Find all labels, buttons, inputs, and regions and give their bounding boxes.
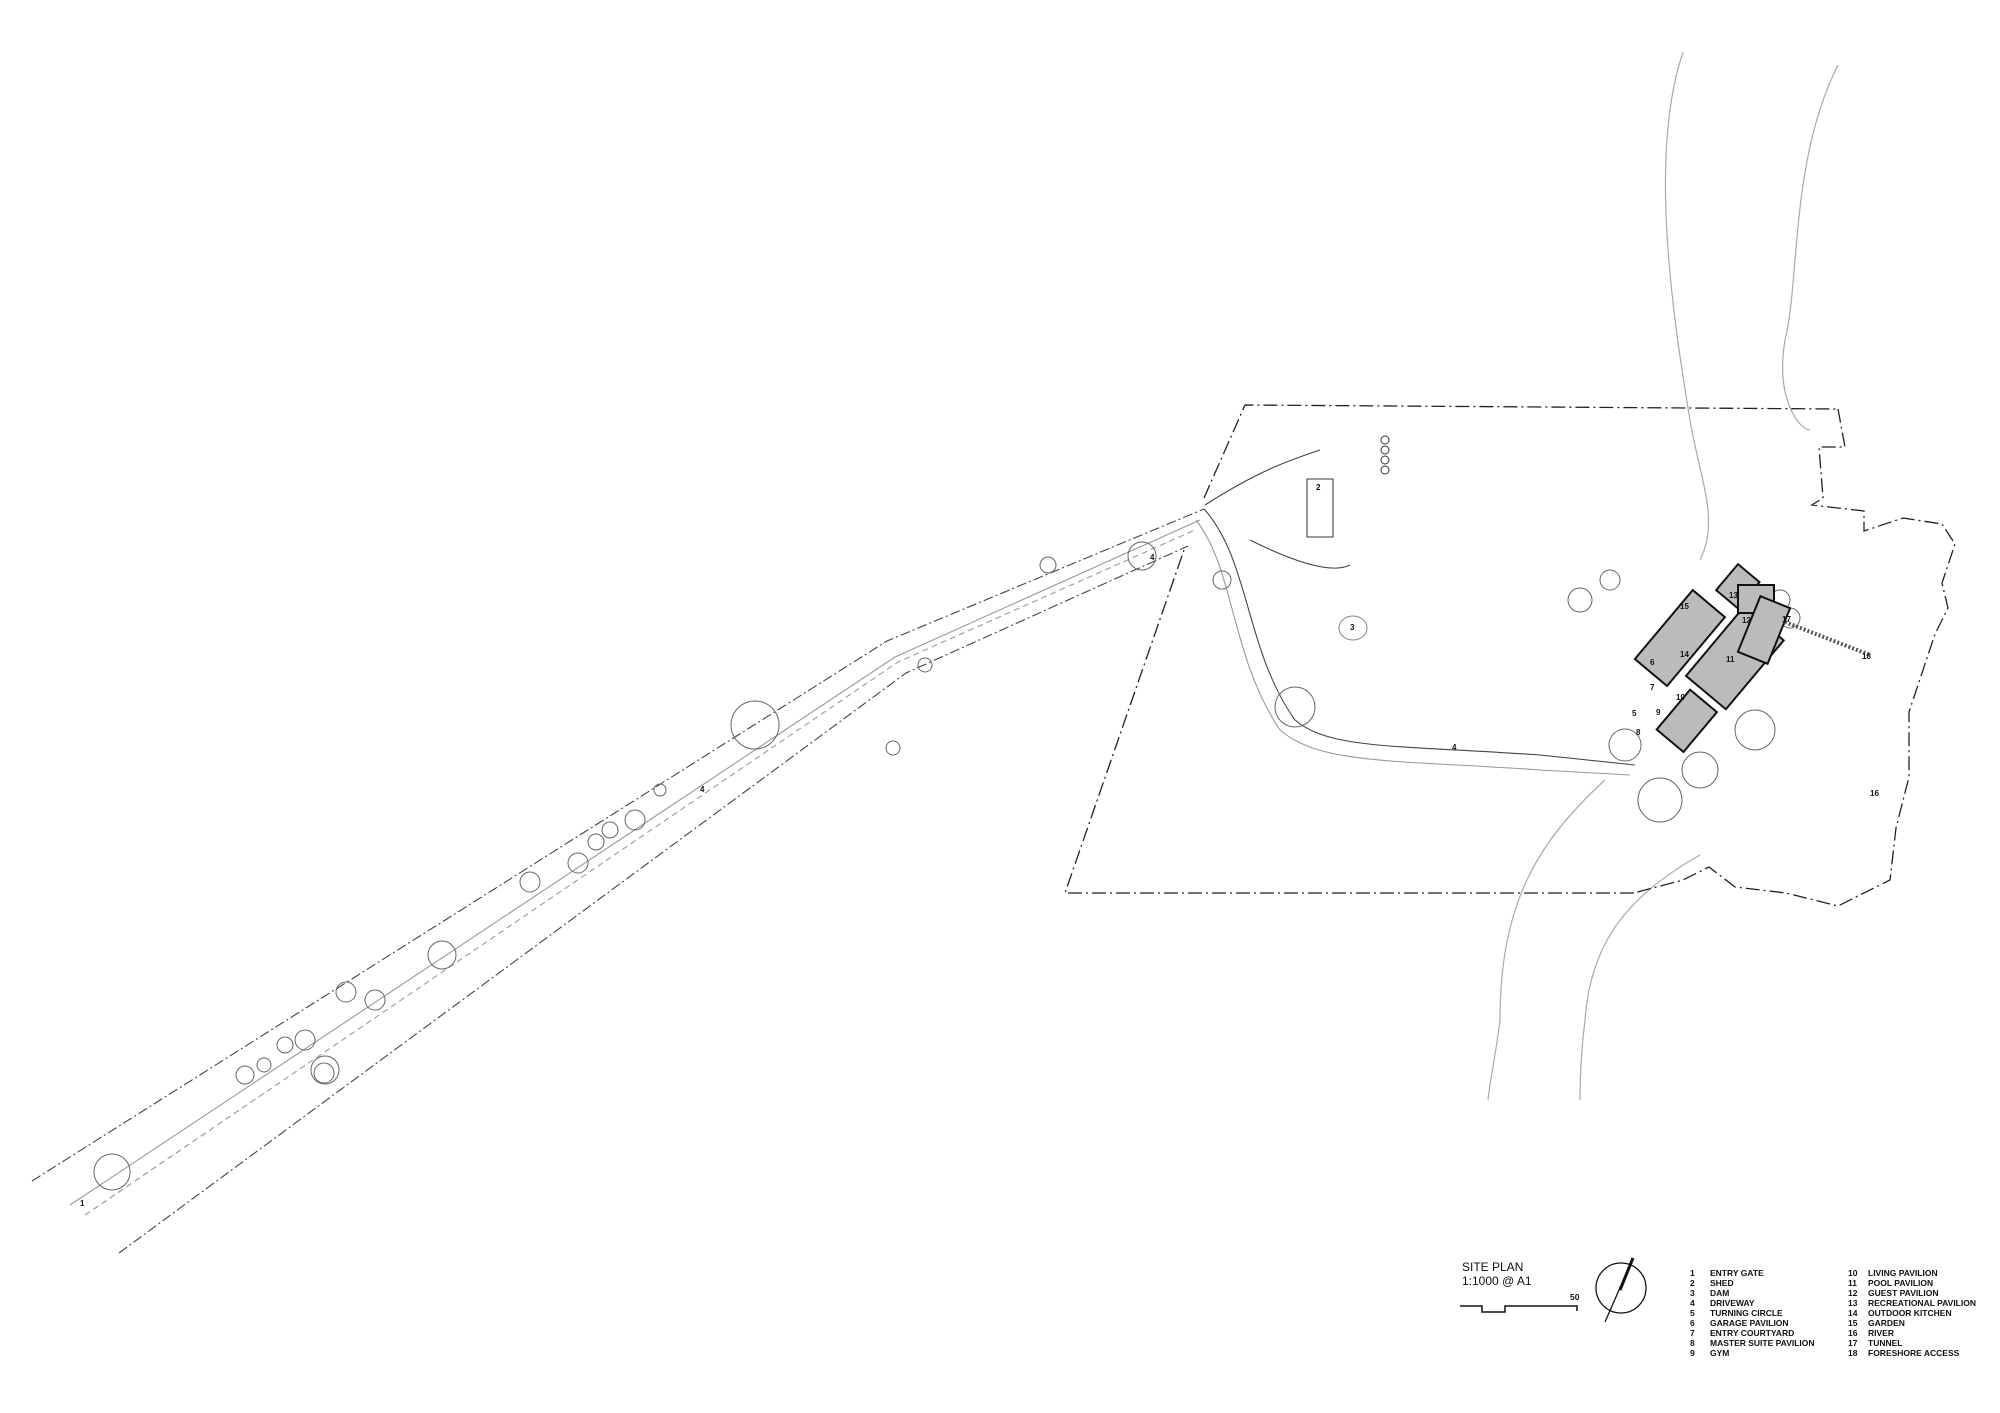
- legend-item: ENTRY COURTYARD: [1710, 1328, 1794, 1338]
- drawing-title: SITE PLAN: [1462, 1260, 1523, 1274]
- legend-item: TURNING CIRCLE: [1710, 1308, 1783, 1318]
- plan-labels: 1 2 3 4 4 4 5 6 7 8 9 10 11 12 13 14 15 …: [80, 483, 1879, 1208]
- label-12: 12: [1742, 616, 1751, 625]
- label-15: 15: [1680, 602, 1689, 611]
- legend-item: POOL PAVILION: [1868, 1278, 1933, 1288]
- label-17: 17: [1782, 615, 1791, 624]
- property-boundary: [1064, 404, 1839, 894]
- legend-item: DRIVEWAY: [1710, 1298, 1755, 1308]
- tanks: [1380, 435, 1390, 475]
- legend-number: 8: [1690, 1338, 1695, 1348]
- buildings: [1633, 562, 1792, 754]
- legend-item: MASTER SUITE PAVILION: [1710, 1338, 1815, 1348]
- scale-bar-label: 50: [1570, 1292, 1580, 1302]
- river-banks: [1487, 51, 1839, 1101]
- master-suite-pavilion: [1655, 688, 1719, 754]
- legend-item: ENTRY GATE: [1710, 1268, 1764, 1278]
- legend-number: 1: [1690, 1268, 1695, 1278]
- legend-item: FORESHORE ACCESS: [1868, 1348, 1960, 1358]
- north-arrow-icon: [1595, 1257, 1647, 1323]
- label-18: 18: [1862, 652, 1871, 661]
- legend-number: 11: [1848, 1278, 1857, 1288]
- label-9: 9: [1656, 708, 1661, 717]
- legend-number: 13: [1848, 1298, 1858, 1308]
- river-edge: [1633, 408, 1956, 907]
- label-7: 7: [1650, 683, 1655, 692]
- legend-number: 3: [1690, 1288, 1695, 1298]
- dam: [1338, 615, 1368, 641]
- legend-item: LIVING PAVILION: [1868, 1268, 1938, 1278]
- legend-item: RIVER: [1868, 1328, 1894, 1338]
- garage-pavilion: [1633, 588, 1727, 688]
- legend-number: 14: [1848, 1308, 1858, 1318]
- label-4c: 4: [1150, 553, 1155, 562]
- legend-number: 4: [1690, 1298, 1695, 1308]
- legend-number: 17: [1848, 1338, 1858, 1348]
- label-3: 3: [1350, 623, 1355, 632]
- label-13: 13: [1729, 591, 1738, 600]
- legend-number: 9: [1690, 1348, 1695, 1358]
- legend-number: 12: [1848, 1288, 1858, 1298]
- legend-number: 5: [1690, 1308, 1695, 1318]
- drawing-scale: 1:1000 @ A1: [1462, 1274, 1532, 1288]
- legend-number: 16: [1848, 1328, 1858, 1338]
- driveway: [31, 449, 1636, 1254]
- legend-number: 10: [1848, 1268, 1858, 1278]
- label-4b: 4: [1452, 743, 1457, 752]
- legend: 1 ENTRY GATE 2 SHED 3 DAM 4 DRIVEWAY 5 TURNING CI…: [1690, 1268, 1976, 1358]
- label-8: 8: [1636, 728, 1641, 737]
- legend-item: SHED: [1710, 1278, 1734, 1288]
- legend-item: TUNNEL: [1868, 1338, 1902, 1348]
- legend-item: GUEST PAVILION: [1868, 1288, 1939, 1298]
- legend-number: 2: [1690, 1278, 1695, 1288]
- label-1: 1: [80, 1199, 85, 1208]
- label-6: 6: [1650, 658, 1655, 667]
- trees: [93, 541, 1801, 1191]
- label-14: 14: [1680, 650, 1689, 659]
- legend-item: DAM: [1710, 1288, 1729, 1298]
- label-11: 11: [1726, 655, 1735, 664]
- label-10: 10: [1676, 693, 1685, 702]
- legend-number: 7: [1690, 1328, 1695, 1338]
- guest-pavilion: [1736, 594, 1792, 666]
- label-16: 16: [1870, 789, 1879, 798]
- legend-number: 6: [1690, 1318, 1695, 1328]
- legend-item: OUTDOOR KITCHEN: [1868, 1308, 1952, 1318]
- tunnel: [1784, 620, 1871, 657]
- shed: [1306, 478, 1334, 538]
- legend-item: GYM: [1710, 1348, 1729, 1358]
- legend-number: 18: [1848, 1348, 1858, 1358]
- label-4a: 4: [700, 785, 705, 794]
- legend-item: RECREATIONAL PAVILION: [1868, 1298, 1976, 1308]
- label-2: 2: [1316, 483, 1321, 492]
- label-5: 5: [1632, 709, 1637, 718]
- legend-item: GARAGE PAVILION: [1710, 1318, 1789, 1328]
- scale-bar: [1460, 1305, 1578, 1313]
- legend-item: GARDEN: [1868, 1318, 1905, 1328]
- legend-number: 15: [1848, 1318, 1858, 1328]
